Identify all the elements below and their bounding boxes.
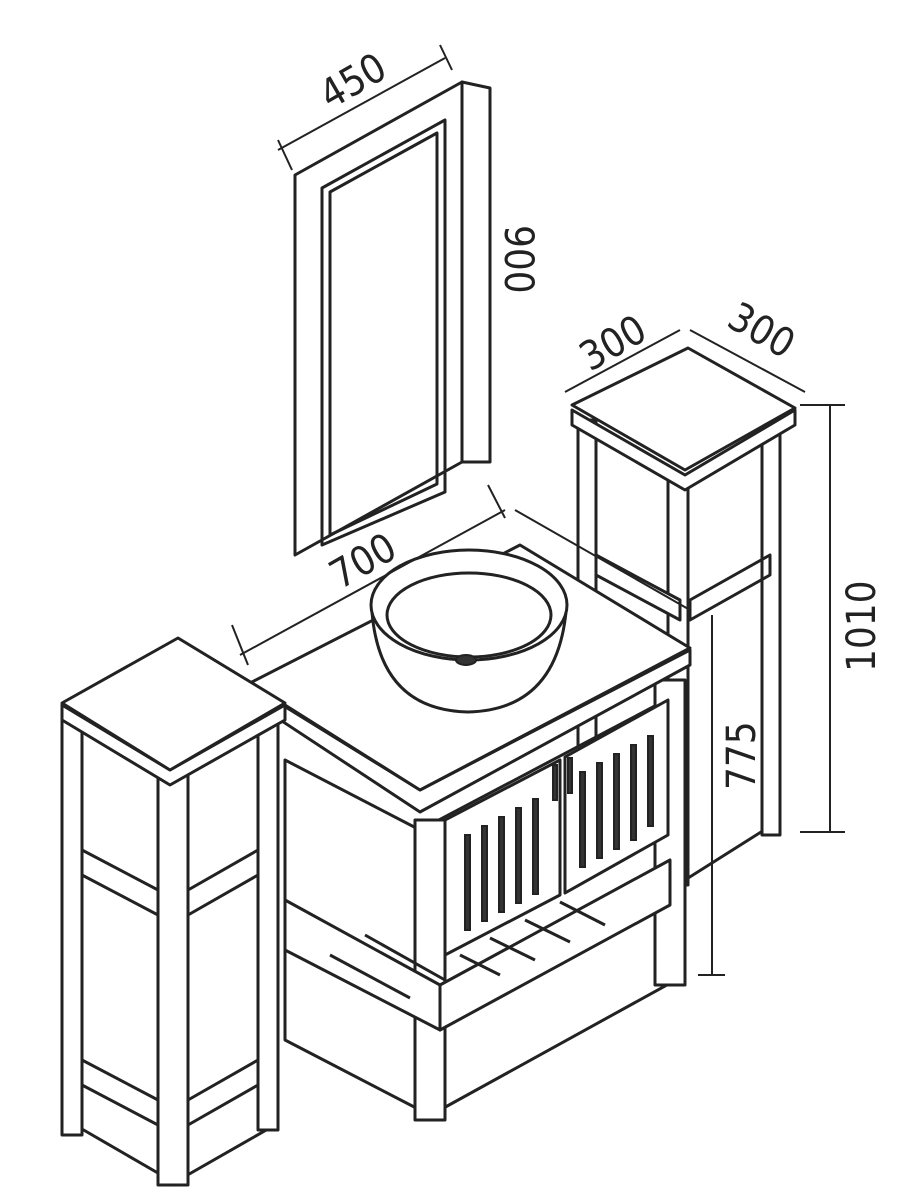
vanity-unit [248, 543, 692, 1122]
slats [329, 900, 606, 1000]
cabinet-height-label: 1010 [839, 580, 885, 672]
handle-left [552, 764, 558, 801]
vanity-height-label: 775 [719, 721, 765, 790]
cabinet-width-label: 300 [720, 294, 802, 368]
front-leg [156, 768, 190, 1187]
door-grooves [464, 735, 654, 931]
mirror-width-label: 450 [312, 44, 394, 118]
left-tall-cabinet [60, 636, 287, 1187]
basin [369, 548, 569, 714]
handle-right [567, 757, 573, 794]
mirror-height-label: 900 [495, 225, 541, 294]
dimension-lines [231, 44, 845, 976]
mirror [293, 80, 492, 557]
